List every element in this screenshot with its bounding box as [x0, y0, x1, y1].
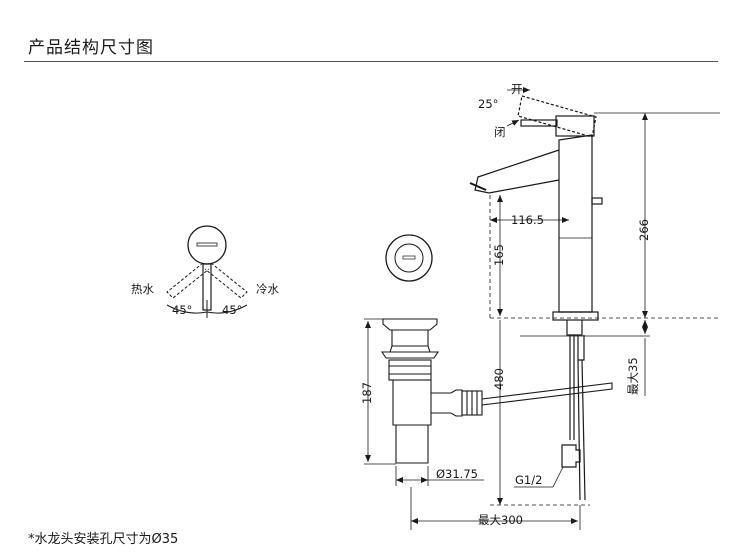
- tilt-angle-label: 25°: [478, 97, 498, 111]
- title-divider: [24, 61, 718, 62]
- cold-water-label: 冷水: [256, 282, 279, 296]
- handle-knob: [187, 225, 227, 265]
- drain-height-label: 187: [360, 382, 374, 404]
- deck-max-label: 最大35: [626, 357, 640, 395]
- angle-left-label: 45°: [172, 303, 192, 317]
- handle-top-view: [166, 225, 248, 318]
- thread-label: G1/2: [515, 473, 542, 487]
- spout-height-label: 165: [492, 244, 506, 266]
- faucet-side-view: [469, 95, 603, 501]
- max-width-label: 最大300: [478, 513, 523, 527]
- drain-diameter-label: Ø31.75: [436, 467, 478, 481]
- height-total-label: 266: [637, 219, 651, 241]
- hot-water-label: 热水: [131, 282, 154, 296]
- footnote: *水龙头安装孔尺寸为Ø35: [28, 532, 179, 547]
- angle-right-label: 45°: [222, 303, 242, 317]
- dimension-lines: [364, 87, 720, 530]
- below-deck-label: 480: [492, 368, 506, 390]
- page-title: 产品结构尺寸图: [28, 38, 154, 58]
- drain-assembly: [380, 318, 613, 464]
- closed-label: 闭: [494, 125, 506, 139]
- spout-reach-label: 116.5: [511, 213, 544, 227]
- drain-top-view: [385, 234, 433, 282]
- open-label: 开: [511, 82, 523, 96]
